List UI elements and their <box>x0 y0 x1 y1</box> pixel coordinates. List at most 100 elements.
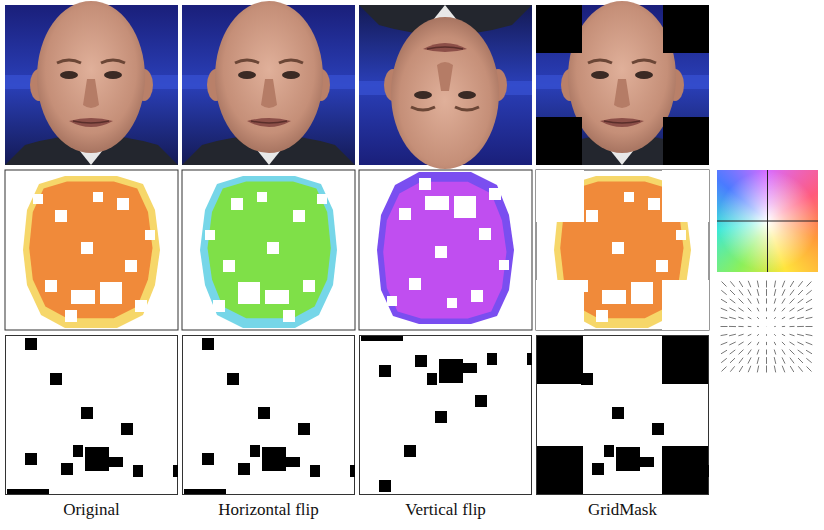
vector-glyph <box>748 350 752 355</box>
vector-glyph <box>797 334 804 336</box>
vector-glyph <box>738 342 743 345</box>
vector-glyph <box>739 358 743 364</box>
vector-glyph <box>774 366 775 373</box>
vector-glyph <box>782 289 785 295</box>
vector-glyph <box>730 366 734 371</box>
vector-glyph <box>766 317 767 319</box>
vector-glyph <box>782 308 785 312</box>
vector-glyph <box>774 298 776 303</box>
vector-glyph <box>729 308 735 311</box>
vector-glyph <box>738 308 743 312</box>
vector-glyph <box>790 350 795 355</box>
wheel-axes <box>717 170 818 272</box>
vector-glyph <box>757 281 758 288</box>
vector-glyph <box>739 290 743 296</box>
vector-glyph <box>766 289 767 296</box>
vector-glyph <box>790 358 794 364</box>
vector-glyph <box>721 334 728 335</box>
vector-glyph <box>729 326 736 327</box>
vector-glyph <box>738 317 743 319</box>
vector-glyph <box>798 358 803 363</box>
vector-glyph <box>748 308 752 312</box>
vector-glyph <box>806 317 813 318</box>
vector-glyph <box>806 299 812 303</box>
vector-glyph <box>757 350 759 355</box>
vector-glyph <box>782 298 785 303</box>
vector-glyph <box>722 282 727 287</box>
vector-glyph <box>798 290 803 295</box>
vector-glyph <box>774 350 776 355</box>
vector-glyph <box>748 366 751 372</box>
vector-glyph <box>806 334 813 335</box>
vector-glyph <box>790 326 795 327</box>
vector-glyph <box>766 342 767 345</box>
vector-glyph <box>738 326 743 327</box>
vector-glyph <box>730 290 735 295</box>
vector-glyph <box>774 334 776 336</box>
vector-glyph <box>782 342 785 345</box>
column-caption: Original <box>63 500 120 520</box>
vector-glyph <box>790 281 794 287</box>
vector-glyph <box>797 308 803 311</box>
vector-glyph <box>782 334 785 336</box>
vector-glyph <box>790 317 795 319</box>
vector-glyph <box>774 326 776 327</box>
vector-glyph <box>748 357 751 363</box>
vector-glyph <box>729 317 736 319</box>
vector-glyph <box>757 357 759 364</box>
column-caption: Vertical flip <box>405 500 486 520</box>
color-wheel <box>717 170 818 272</box>
vector-glyph <box>790 366 794 372</box>
vector-glyph <box>798 299 804 303</box>
vector-glyph <box>739 281 743 287</box>
vector-glyph <box>766 281 767 288</box>
vector-glyph <box>782 281 785 288</box>
vector-glyph <box>782 357 785 363</box>
vector-glyph <box>757 317 759 319</box>
vector-glyph <box>748 298 752 303</box>
vector-glyph <box>774 357 776 364</box>
vector-glyph <box>739 366 743 372</box>
vector-glyph <box>807 282 812 287</box>
vector-glyph <box>798 281 802 287</box>
vector-glyph <box>790 299 795 304</box>
vector-glyph <box>730 299 736 303</box>
vector-glyph <box>739 299 744 304</box>
vector-glyph <box>774 281 775 288</box>
column-caption: GridMask <box>588 500 657 520</box>
vector-glyph <box>721 326 728 327</box>
vector-glyph <box>721 342 728 345</box>
vector-glyph <box>790 308 795 312</box>
vector-glyph <box>797 317 804 319</box>
vector-glyph <box>757 298 759 303</box>
vector-glyph <box>766 366 767 373</box>
vector-glyph <box>738 334 743 336</box>
vector-glyph <box>722 367 727 372</box>
vector-glyph <box>782 326 785 327</box>
vector-glyph <box>721 358 727 362</box>
vector-glyph <box>729 342 735 345</box>
vector-glyph <box>757 326 759 327</box>
vector-glyph <box>739 350 744 355</box>
vector-glyph <box>797 326 804 327</box>
vector-glyph <box>748 317 752 319</box>
vector-glyph <box>766 334 767 336</box>
vector-glyph <box>807 367 812 372</box>
vector-glyph <box>748 334 752 336</box>
vector-glyph <box>748 281 751 287</box>
vector-glyph <box>748 342 752 345</box>
vector-glyph <box>721 308 727 311</box>
vector-glyph <box>790 334 795 336</box>
vector-glyph <box>790 342 795 345</box>
vector-glyph <box>774 342 776 345</box>
vector-glyph <box>774 289 776 296</box>
vector-glyph <box>757 334 759 336</box>
vector-glyph <box>721 350 727 354</box>
vector-glyph <box>797 342 803 345</box>
vector-glyph <box>721 317 728 318</box>
vector-glyph <box>766 308 767 312</box>
vector-glyph <box>766 350 767 355</box>
vector-glyph <box>757 342 759 345</box>
vector-glyph <box>757 366 758 373</box>
